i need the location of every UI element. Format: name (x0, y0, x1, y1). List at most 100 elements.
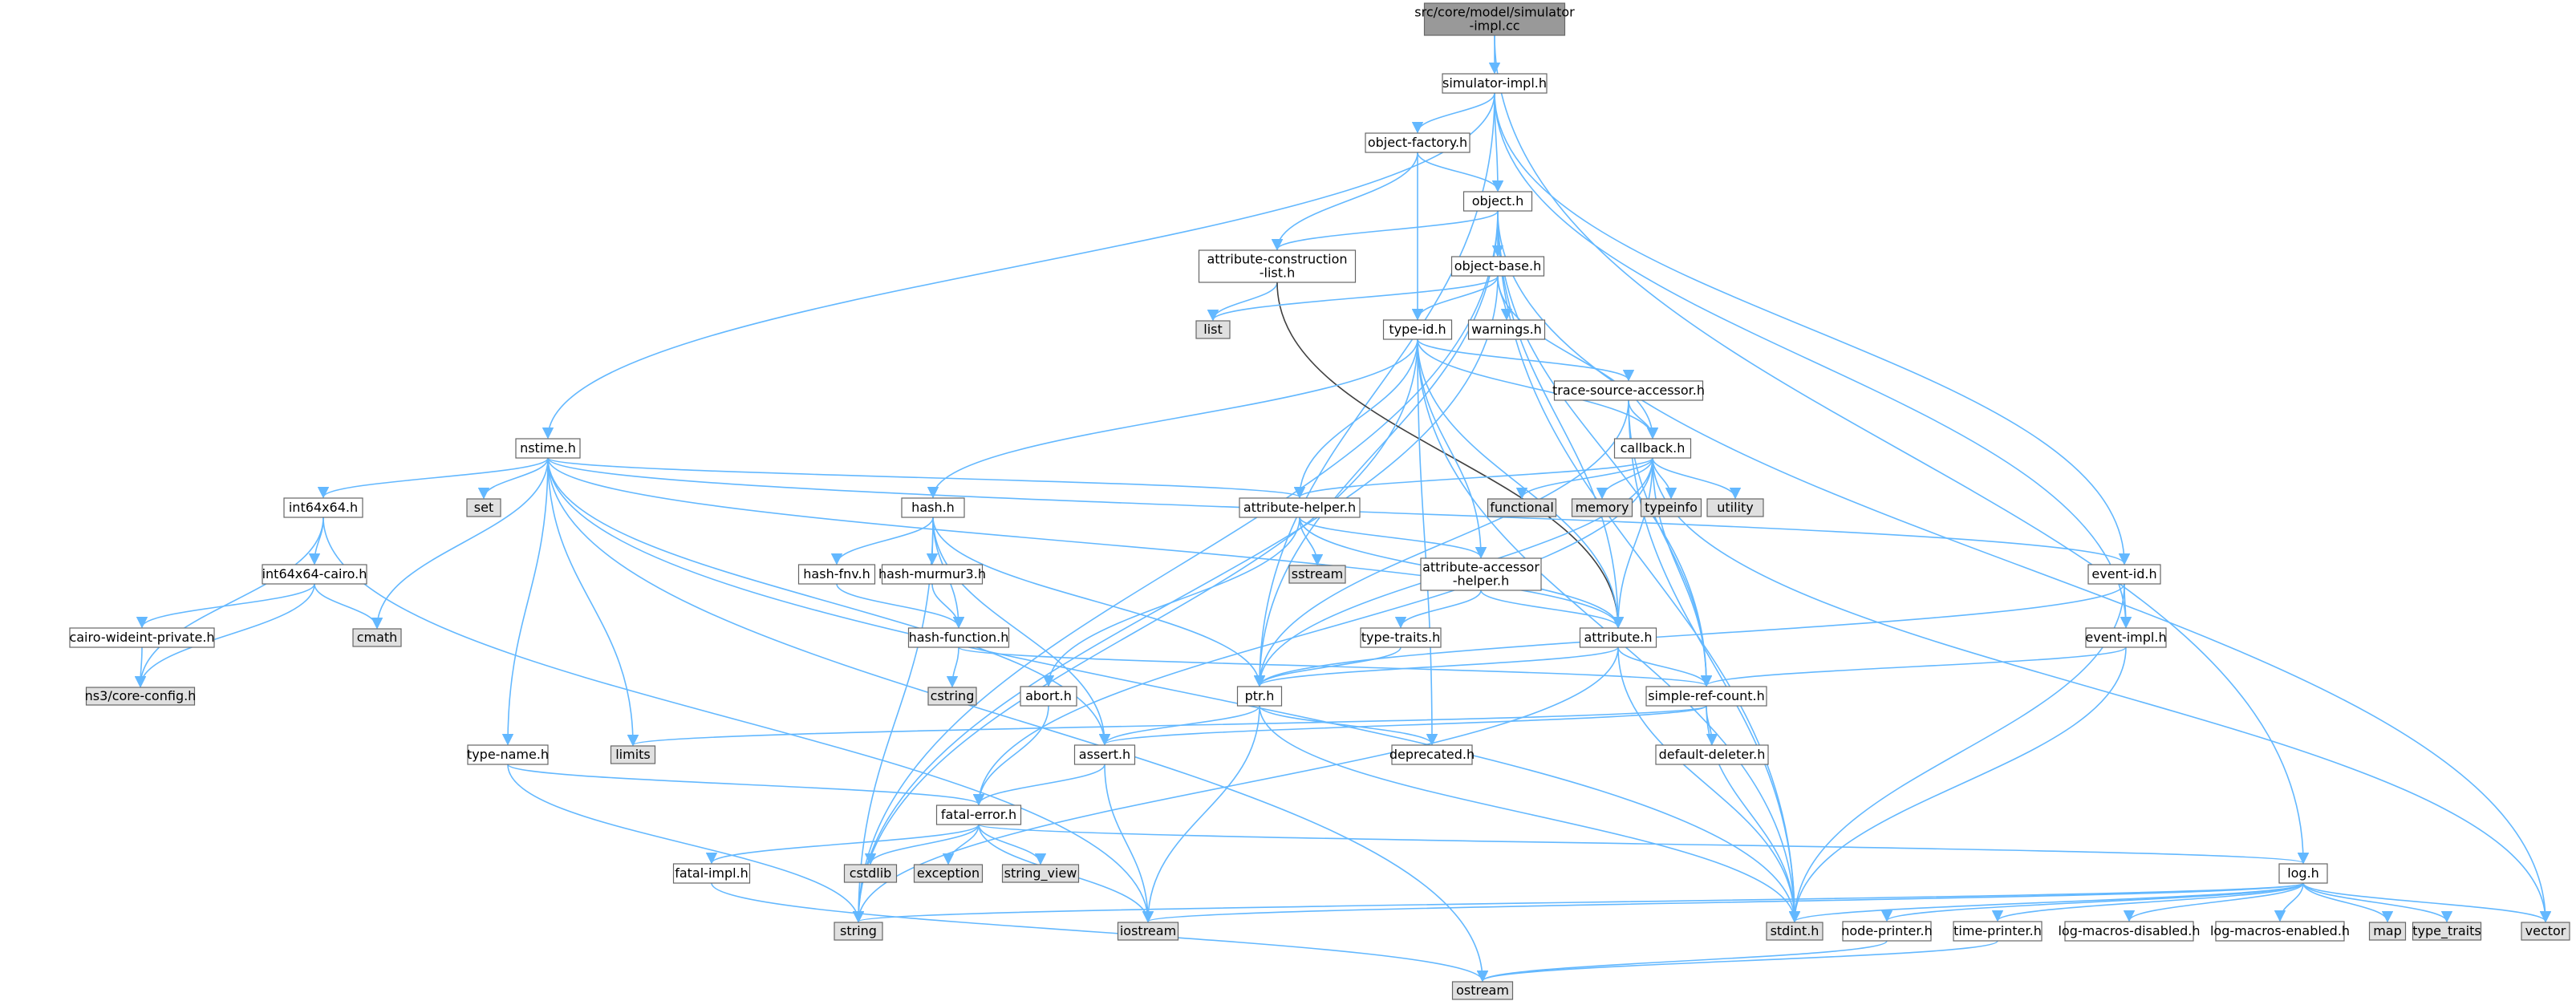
edge-nstime-h-to-ostream (547, 457, 1489, 983)
node-box (610, 745, 656, 764)
node-label: fatal-error.h (941, 807, 1016, 822)
node-label: cmath (357, 630, 398, 645)
node-label: string (840, 923, 877, 938)
node-cairo-wideint-private-h[interactable]: cairo-wideint-private.h (69, 627, 215, 648)
edge-attribute-helper-h-to-abort-h (1042, 517, 1300, 687)
node-int64x64-h[interactable]: int64x64.h (283, 497, 363, 518)
node-ostream: ostream (1451, 981, 1514, 1000)
node-int64x64-cairo-h[interactable]: int64x64-cairo.h (262, 564, 367, 585)
edge-type-id-h-to-attribute-helper-h (1293, 338, 1418, 499)
node-box (515, 438, 581, 459)
node-box (834, 922, 883, 941)
node-label: hash-function.h (909, 630, 1009, 645)
node-warnings-h[interactable]: warnings.h (1467, 319, 1546, 340)
node-string-view: string_view (1001, 864, 1080, 883)
node-box (672, 863, 751, 884)
node-stdint-h: stdint.h (1766, 922, 1823, 941)
node-box (1953, 921, 2043, 942)
node-simple-ref-count-h[interactable]: simple-ref-count.h (1645, 686, 1767, 707)
node-fatal-error-h[interactable]: fatal-error.h (935, 804, 1022, 825)
edge-log-h-to-node-printer-h (1881, 882, 2304, 922)
node-label: -list.h (1260, 265, 1296, 281)
edge-attribute-h-to-stdint-h (1617, 646, 1801, 923)
node-cstring: cstring (927, 687, 977, 706)
node-box (1645, 686, 1767, 707)
edge-type-id-h-to-attribute-accessor-helper-h (1417, 338, 1487, 559)
node-box (907, 627, 1010, 648)
node-fatal-impl-h[interactable]: fatal-impl.h (672, 863, 751, 884)
node-label: hash-fnv.h (803, 566, 870, 582)
node-hash-h[interactable]: hash.h (901, 497, 965, 518)
edge-callback-h-to-fatal-error-h (972, 457, 1653, 806)
node-attribute-h[interactable]: attribute.h (1579, 627, 1657, 648)
edge-nstime-h-to-type-name-h (501, 457, 549, 746)
node-utility: utility (1706, 498, 1764, 517)
node-set: set (466, 498, 501, 517)
node-label: assert.h (1079, 747, 1130, 762)
node-label: type-id.h (1389, 322, 1446, 337)
node-attribute-helper-h[interactable]: attribute-helper.h (1239, 497, 1361, 518)
node-log-h[interactable]: log.h (2278, 863, 2328, 884)
node-box (1706, 498, 1764, 517)
edge-log-h-to-iostream (1142, 882, 2304, 923)
node-default-deleter-h[interactable]: default-deleter.h (1655, 744, 1769, 765)
node-type-id-h[interactable]: type-id.h (1382, 319, 1453, 340)
node-node-printer-h[interactable]: node-printer.h (1841, 921, 1933, 942)
node-ptr-h[interactable]: ptr.h (1236, 686, 1283, 707)
node-abort-h[interactable]: abort.h (1020, 686, 1077, 707)
node-callback-h[interactable]: callback.h (1613, 438, 1692, 459)
node-label: memory (1576, 500, 1629, 515)
edge-log-h-to-type-traits (2302, 882, 2453, 923)
node-time-printer-h[interactable]: time-printer.h (1953, 921, 2043, 942)
node-label: src/core/model/simulator (1414, 5, 1575, 20)
node-label: log-macros-enabled.h (2210, 923, 2350, 938)
node-label: nstime.h (520, 440, 576, 456)
edge-simulator-impl-h-to-event-id-h (1494, 92, 2131, 565)
node-deprecated-h[interactable]: deprecated.h (1389, 744, 1475, 765)
edge-type-traits-h-to-ptr-h (1253, 646, 1402, 687)
edge-object-h-to-attribute-construction-list-h (1271, 210, 1499, 251)
node-box (2521, 922, 2570, 941)
node-box (466, 498, 501, 517)
edge-nstime-h-to-attribute-helper-h (547, 457, 1305, 499)
node-label: ostream (1456, 983, 1509, 998)
node-object-factory-h[interactable]: object-factory.h (1365, 132, 1471, 153)
node-trace-source-accessor-h[interactable]: trace-source-accessor.h (1552, 380, 1705, 401)
node-hash-murmur3-h[interactable]: hash-murmur3.h (878, 564, 986, 585)
edge-event-id-h-to-ptr-h (1254, 583, 2125, 687)
node-label: -helper.h (1453, 573, 1510, 589)
node-root[interactable]: src/core/model/simulator-impl.cc (1414, 2, 1575, 36)
node-type-traits-h[interactable]: type-traits.h (1360, 627, 1442, 648)
edge-simulator-impl-h-to-nstime-h (542, 92, 1495, 440)
node-hash-function-h[interactable]: hash-function.h (907, 627, 1010, 648)
node-type-name-h[interactable]: type-name.h (467, 744, 549, 765)
node-box (1640, 498, 1702, 517)
node-assert-h[interactable]: assert.h (1073, 744, 1136, 765)
node-simulator-impl-h[interactable]: simulator-impl.h (1442, 73, 1548, 94)
node-box (2087, 564, 2161, 585)
node-box (1382, 319, 1453, 340)
node-label: vector (2525, 923, 2566, 938)
node-box (1487, 498, 1557, 517)
node-label: abort.h (1025, 688, 1072, 703)
node-object-base-h[interactable]: object-base.h (1450, 256, 1545, 277)
edge-object-h-to-ptr-h (1253, 210, 1499, 687)
node-object-h[interactable]: object.h (1462, 191, 1533, 212)
node-event-impl-h[interactable]: event-impl.h (2085, 627, 2167, 648)
node-label: log.h (2287, 865, 2319, 881)
node-attribute-construction-list-h[interactable]: attribute-construction-list.h (1198, 249, 1357, 283)
edge-simple-ref-count-h-to-assert-h (1099, 705, 1707, 746)
node-label: limits (615, 747, 651, 762)
node-label: utility (1717, 500, 1754, 515)
node-log-macros-enabled-h[interactable]: log-macros-enabled.h (2210, 921, 2350, 942)
node-log-macros-disabled-h[interactable]: log-macros-disabled.h (2058, 921, 2201, 942)
node-box (1450, 256, 1545, 277)
node-hash-fnv-h[interactable]: hash-fnv.h (797, 564, 876, 585)
node-box (1391, 744, 1473, 765)
node-nstime-h[interactable]: nstime.h (515, 438, 581, 459)
node-limits: limits (610, 745, 656, 764)
node-attribute-accessor-helper-h[interactable]: attribute-accessor-helper.h (1420, 557, 1542, 591)
node-label: cstdlib (850, 865, 892, 881)
edge-ptr-h-to-iostream (1142, 705, 1260, 923)
node-event-id-h[interactable]: event-id.h (2087, 564, 2161, 585)
